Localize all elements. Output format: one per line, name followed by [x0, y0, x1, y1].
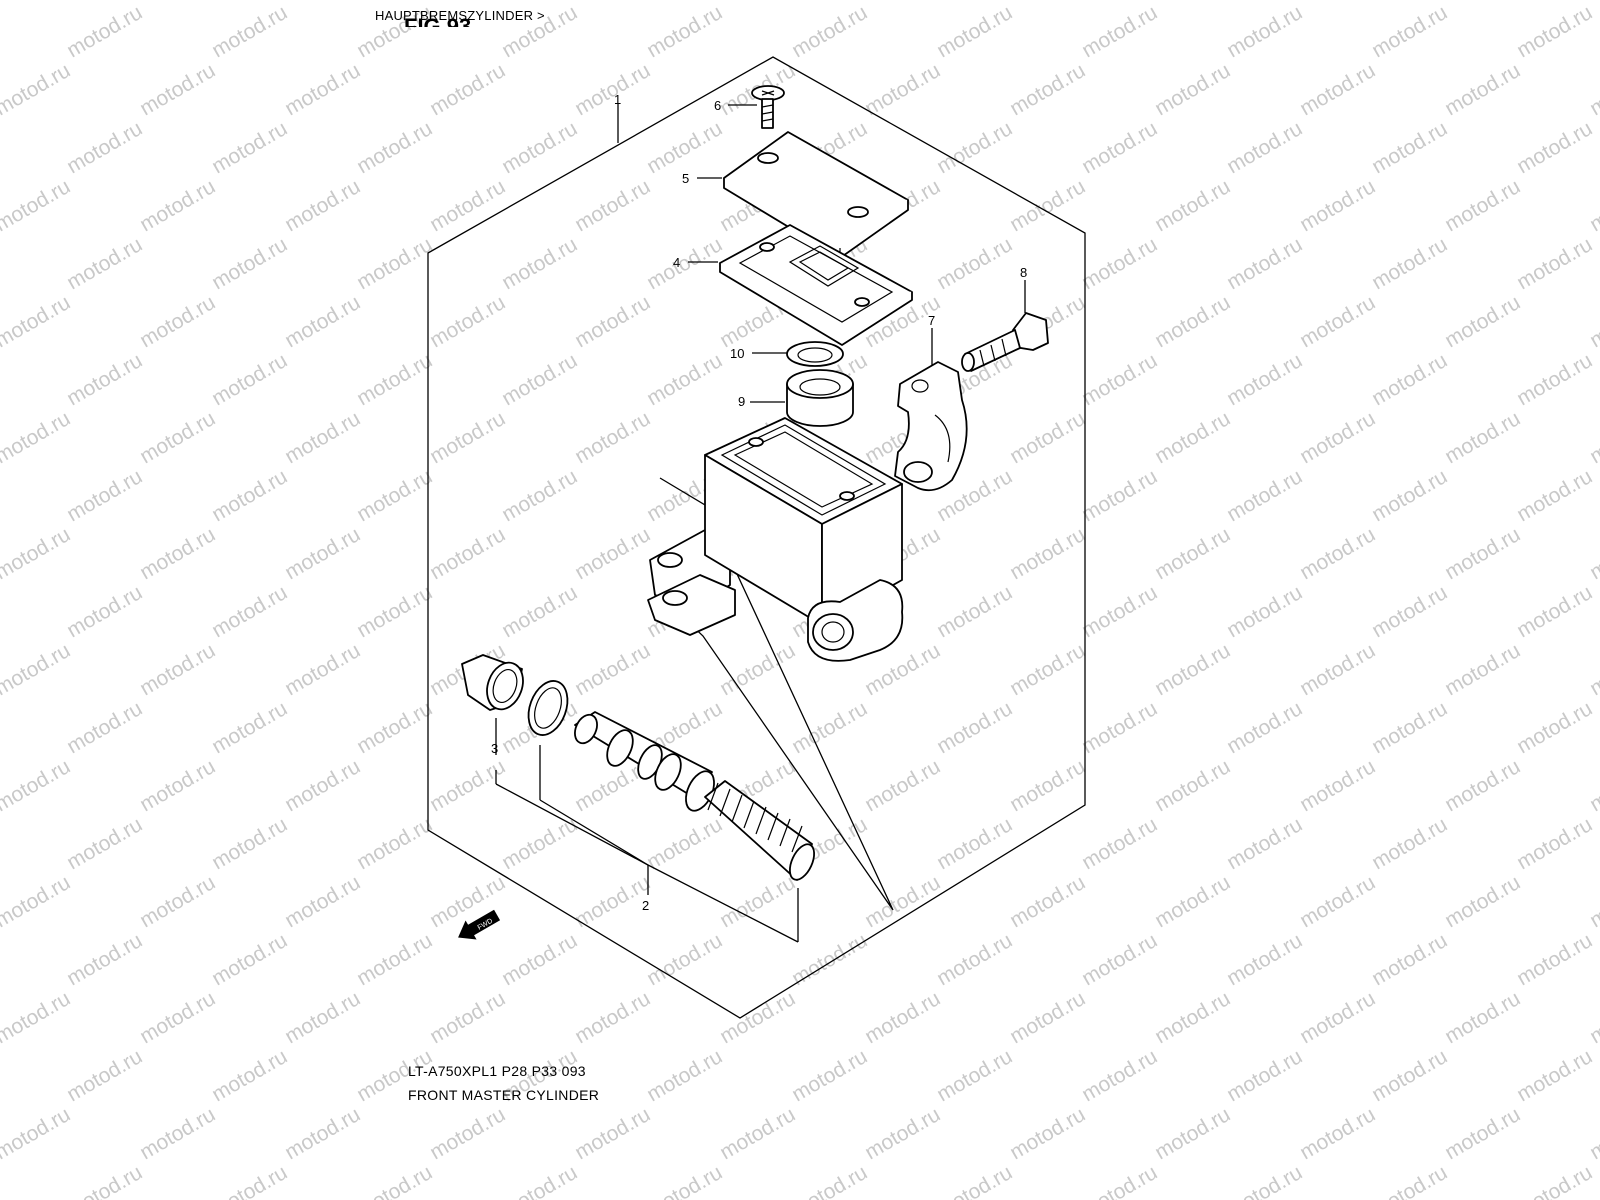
- clamp-bolt-8: [961, 312, 1049, 372]
- dust-boot-3: [461, 654, 524, 711]
- screw-6: [751, 85, 785, 129]
- callout-7: 7: [928, 313, 935, 328]
- handlebar-clamp-7: [894, 361, 968, 492]
- callouts: 1 2 3 4 5 6 7 8 9 10: [491, 92, 1027, 913]
- fwd-arrow-icon: FWD: [458, 909, 501, 940]
- assembly-frame: [427, 56, 1086, 1019]
- master-cylinder-body: [647, 417, 904, 662]
- reservoir-cap-5: [723, 131, 909, 259]
- callout-3: 3: [491, 741, 498, 756]
- diaphragm-plate-4: [719, 224, 913, 346]
- reservoir-seal-9: [786, 369, 854, 427]
- callout-9: 9: [738, 394, 745, 409]
- model-code: LT-A750XPL1 P28 P33 093: [408, 1063, 586, 1079]
- piston-assembly-2: [574, 711, 816, 881]
- callout-6: 6: [714, 98, 721, 113]
- callout-4: 4: [673, 255, 680, 270]
- callout-8: 8: [1020, 265, 1027, 280]
- header-title: HAUPTBREMSZYLINDER >: [375, 8, 545, 23]
- circlip: [527, 680, 569, 736]
- figure-number: FIG.93: [404, 14, 472, 27]
- figure-caption: FRONT MASTER CYLINDER: [408, 1087, 600, 1103]
- ring-10: [786, 341, 844, 367]
- callout-10: 10: [730, 346, 744, 361]
- callout-5: 5: [682, 171, 689, 186]
- watermark-text: motod.ru: [0, 1161, 1, 1200]
- callout-2: 2: [642, 898, 649, 913]
- callout-1: 1: [614, 92, 621, 107]
